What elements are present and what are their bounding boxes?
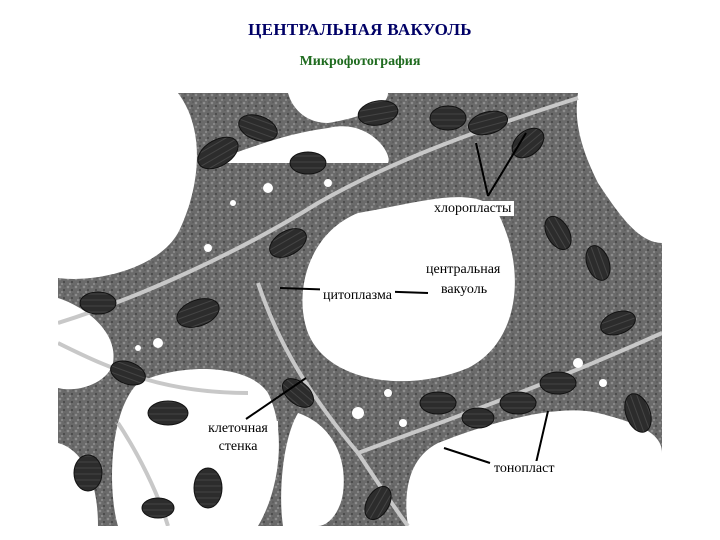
chloroplasts [73, 100, 652, 521]
page-title: ЦЕНТРАЛЬНАЯ ВАКУОЛЬ [248, 20, 472, 39]
cytoplasm-label: цитоплазма [320, 288, 395, 303]
vacuole-label-line2: вакуоль [438, 282, 491, 297]
tonoplast-label: тонопласт [491, 461, 558, 476]
page-subtitle: Микрофотография [299, 54, 421, 69]
vacuole-label-line1: центральная [423, 262, 504, 277]
vesicles [114, 179, 654, 521]
pointer-lines [245, 132, 549, 464]
chloroplasts-label: хлоропласты [431, 201, 515, 216]
cell-wall-label-line2: стенка [198, 439, 278, 454]
cell-wall-label-line1: клеточная [198, 421, 278, 436]
micrograph-image [58, 93, 662, 526]
